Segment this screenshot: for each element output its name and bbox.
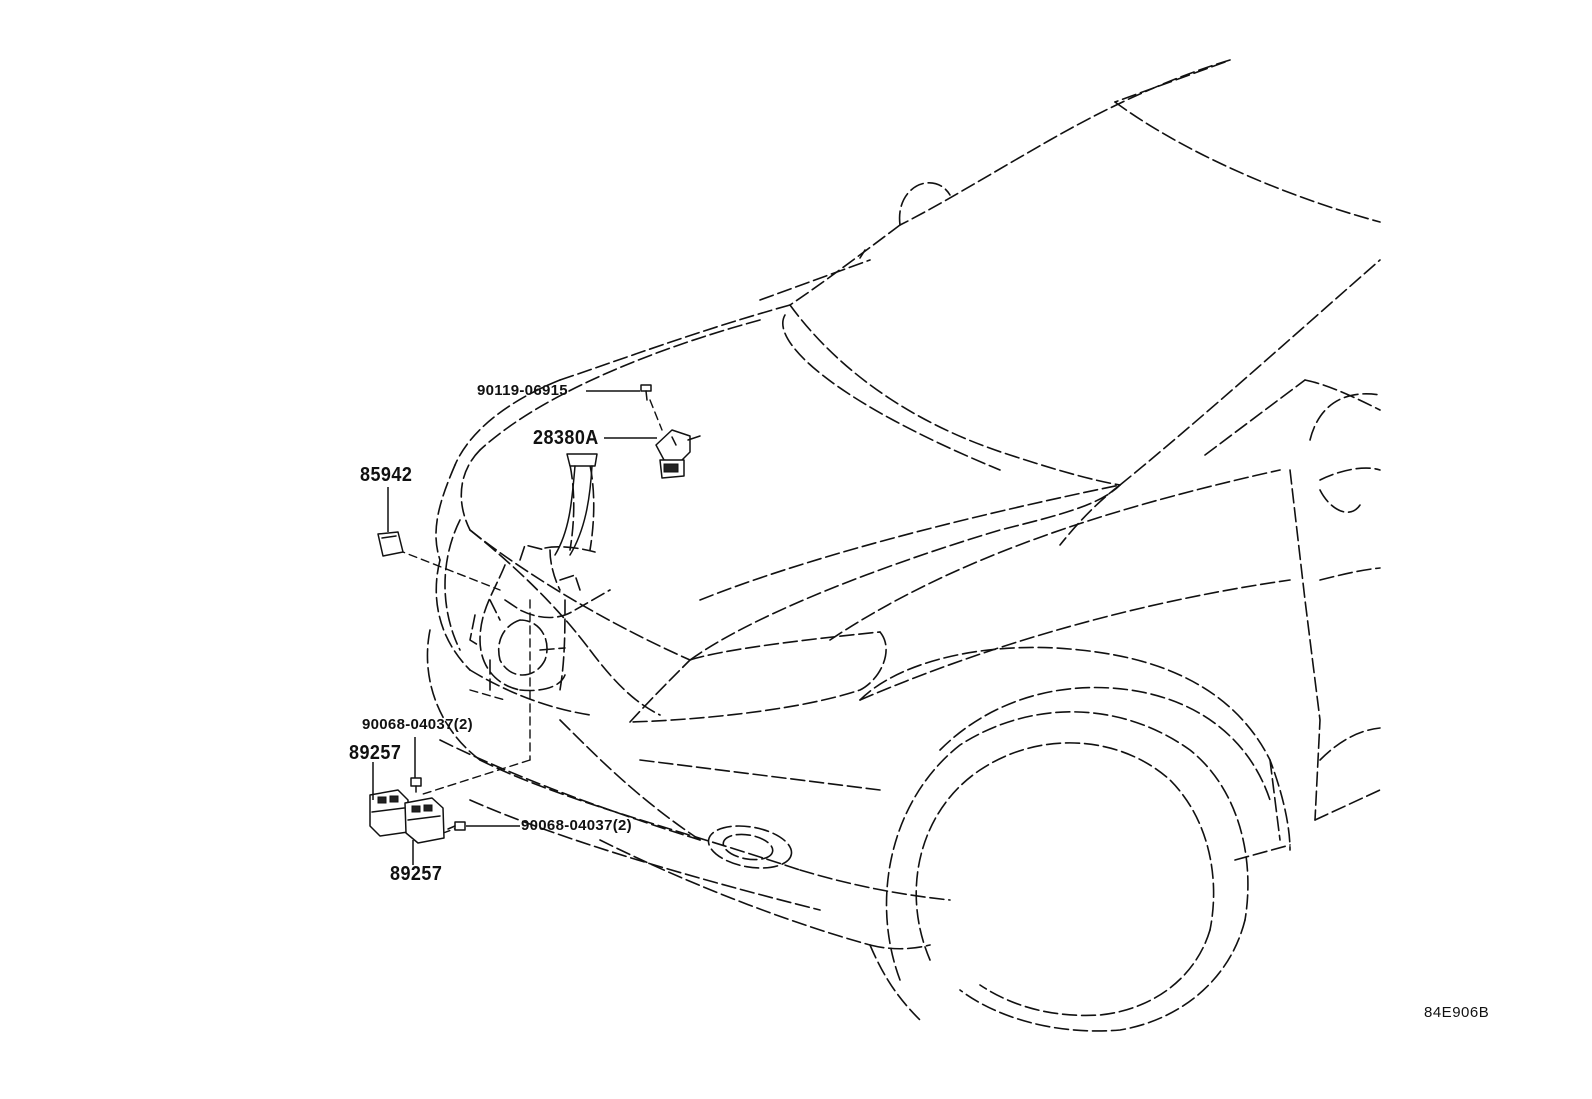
callout-sensor-upper: 89257 [349, 742, 402, 764]
screw-part-lower [447, 821, 466, 831]
callout-screw-lower: 90068-04037(2) [521, 817, 632, 834]
sensor-part-lower [404, 797, 445, 844]
bolt-part [640, 384, 652, 401]
callout-cover-part: 85942 [360, 464, 413, 486]
washer-filler-cap [554, 453, 598, 556]
callout-bolt-hood-latch: 90119-06915 [477, 382, 568, 399]
callout-sensor-lower: 89257 [390, 863, 443, 885]
vehicle-outline [426, 59, 1381, 1032]
screw-part-upper [410, 777, 422, 793]
leader-lines [372, 390, 657, 865]
assembly-lines [384, 399, 663, 839]
sensor-part-upper [369, 789, 409, 837]
callout-screw-upper: 90068-04037(2) [362, 716, 473, 733]
hood-latch-switch-part [655, 429, 701, 479]
callout-hood-latch-part: 28380A [533, 427, 599, 449]
diagram-reference-code: 84E906B [1424, 1004, 1490, 1021]
cover-part [377, 531, 404, 557]
